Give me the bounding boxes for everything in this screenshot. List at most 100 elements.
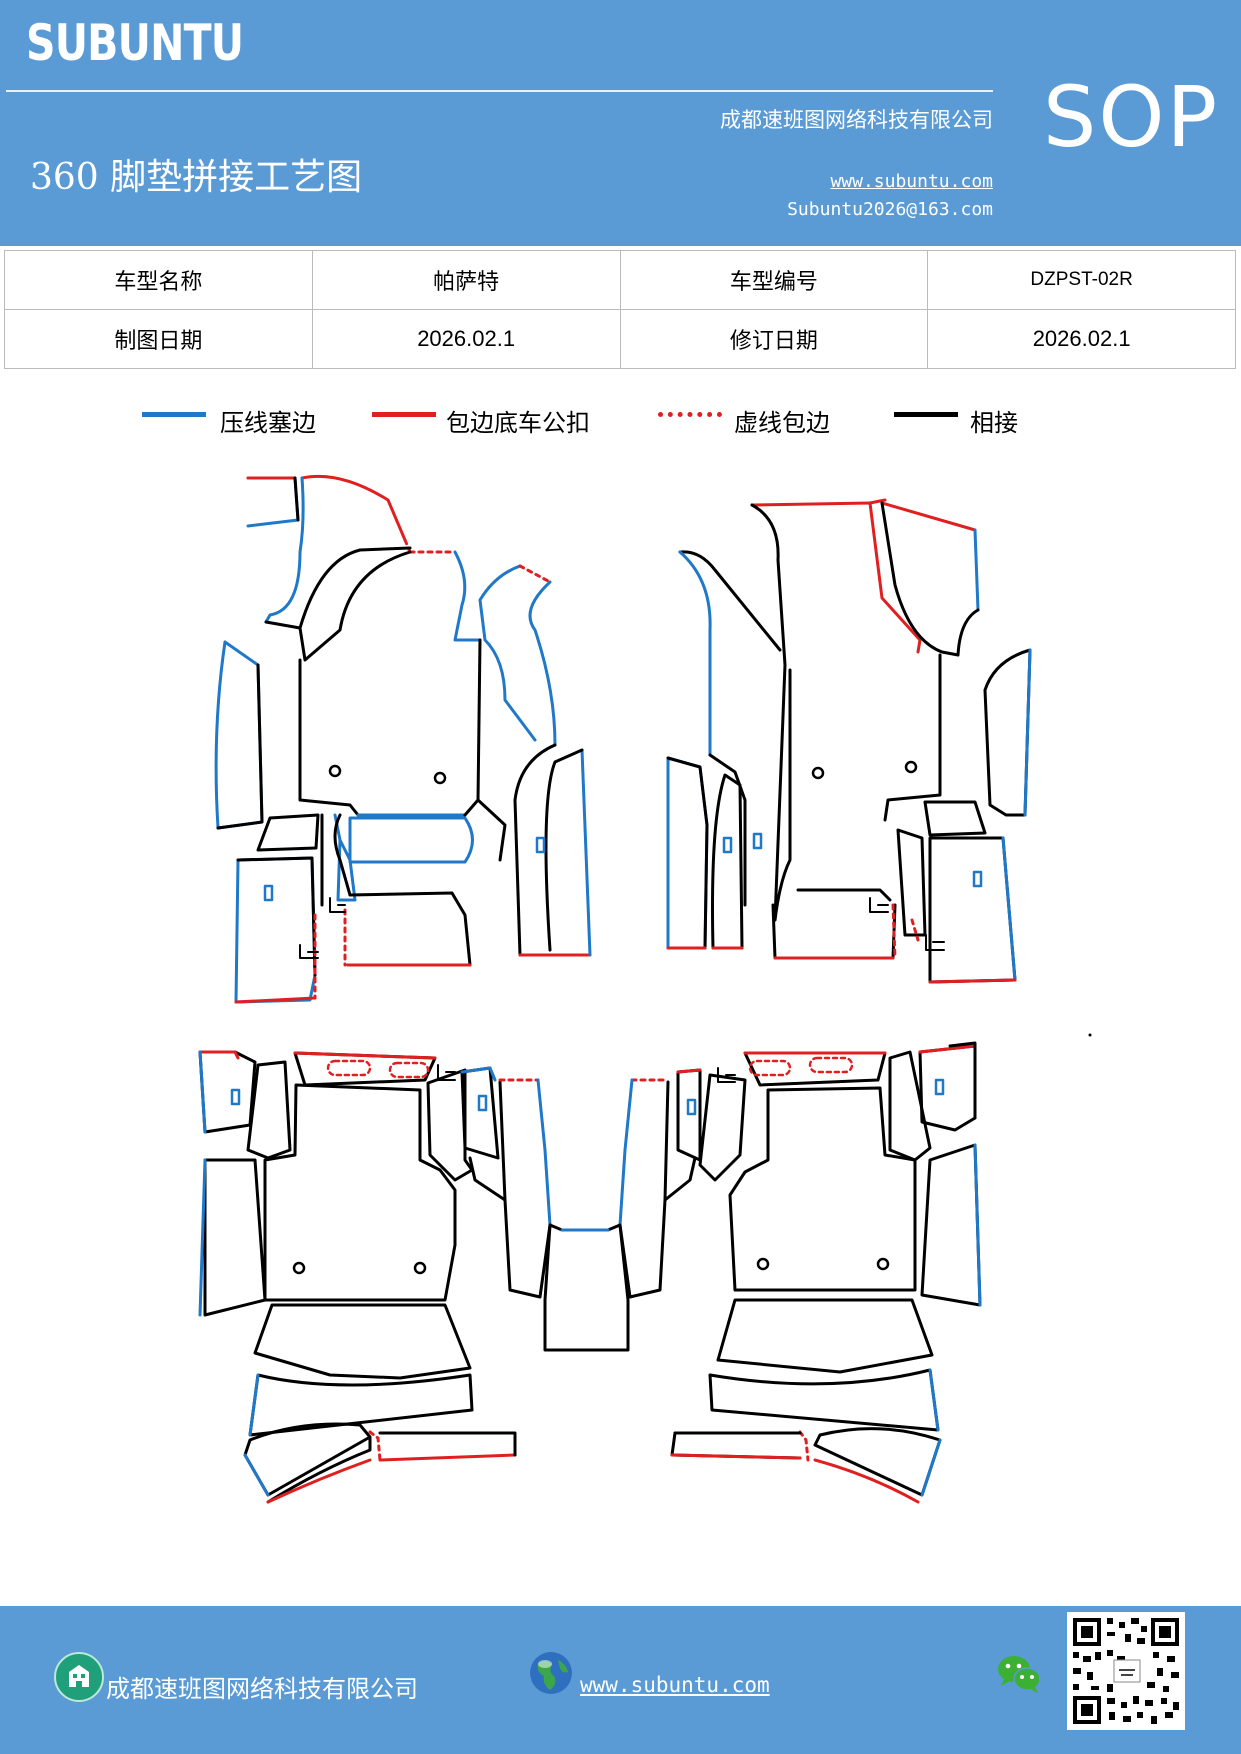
mat-piece	[1023, 648, 1032, 817]
mat-piece	[813, 1427, 942, 1497]
mat-slot	[535, 836, 546, 854]
mat-slot	[477, 1094, 488, 1112]
mat-piece	[580, 748, 592, 957]
table-row: 车型名称 帕萨特 车型编号 DZPST-02R	[4, 250, 1236, 310]
mat-piece	[198, 1050, 257, 1134]
brand-logo: SUBUNTU	[26, 14, 244, 72]
mat-piece	[868, 498, 887, 505]
clip-mark	[869, 897, 889, 913]
mat-piece	[544, 748, 584, 952]
globe-icon	[528, 1650, 574, 1696]
mat-hole	[433, 771, 447, 785]
table-cell-value: 2026.02.1	[311, 309, 621, 369]
mat-slot	[972, 870, 983, 888]
mat-hole	[328, 764, 342, 778]
mat-piece	[698, 1073, 747, 1182]
mat-piece	[928, 1368, 940, 1432]
mat-piece	[298, 658, 360, 817]
mat-piece	[234, 856, 317, 1004]
mat-piece	[678, 550, 712, 757]
table-cell-value: 2026.02.1	[927, 309, 1236, 369]
table-cell-label: 制图日期	[4, 309, 313, 369]
mat-piece	[711, 773, 744, 950]
mat-piece	[476, 638, 507, 862]
mat-piece	[888, 1050, 932, 1162]
mat-piece	[266, 1436, 372, 1504]
mat-piece	[518, 564, 552, 584]
legend-swatch-red-dotted	[658, 412, 722, 417]
mat-piece	[918, 1044, 977, 1054]
mat-piece	[243, 1453, 270, 1497]
mat-piece	[460, 1066, 500, 1160]
mat-piece	[203, 1158, 267, 1317]
upper-right-mat-set	[666, 498, 1032, 984]
table-cell-value: DZPST-02R	[927, 250, 1236, 310]
mat-piece	[468, 1080, 507, 1202]
mat-piece	[214, 640, 264, 830]
mat-piece	[813, 1458, 920, 1504]
mat-piece	[378, 1431, 517, 1457]
mat-piece	[246, 476, 300, 528]
mat-piece	[910, 918, 920, 942]
legend: 压线塞边 包边底车公扣 虚线包边 相接	[0, 398, 1241, 438]
mat-piece	[216, 663, 264, 830]
header-email: Subuntu2026@163.com	[787, 199, 993, 220]
mat-piece	[293, 476, 300, 522]
mat-piece	[983, 648, 1032, 817]
footer-website-link[interactable]: www.subuntu.com	[580, 1673, 770, 1697]
legend-swatch-red	[372, 412, 436, 417]
mat-slot	[722, 836, 733, 854]
lower-left-mat-set	[198, 1033, 1092, 1504]
table-cell-value: 帕萨特	[311, 250, 621, 310]
mat-piece	[891, 903, 897, 960]
clip-mark	[437, 1064, 456, 1081]
mat-piece	[880, 501, 977, 532]
clip-mark	[299, 944, 319, 959]
wechat-icon[interactable]	[995, 1652, 1043, 1696]
mat-slot	[230, 1088, 241, 1106]
legend-swatch-blue	[142, 412, 206, 417]
mat-hole	[904, 760, 918, 774]
mat-piece	[453, 550, 482, 642]
legend-label: 包边底车公扣	[446, 409, 590, 437]
mat-piece	[264, 476, 305, 624]
mat-piece	[198, 1050, 240, 1060]
clip-mark	[925, 934, 945, 951]
mat-piece	[663, 1080, 697, 1202]
mat-piece	[266, 1458, 372, 1504]
mat-piece	[928, 836, 1017, 984]
mat-piece	[708, 1368, 940, 1432]
center-tunnel-piece	[543, 1223, 630, 1352]
mat-piece	[503, 1198, 552, 1299]
mat-piece	[293, 1051, 437, 1060]
mat-piece	[798, 1430, 810, 1462]
mat-piece	[248, 1373, 260, 1437]
mat-piece	[403, 538, 412, 554]
table-cell-label: 修订日期	[619, 309, 929, 369]
mat-piece	[513, 743, 557, 957]
mat-piece	[773, 668, 792, 922]
mat-piece	[883, 653, 942, 822]
mat-slot	[934, 1078, 945, 1096]
mat-piece	[378, 1453, 517, 1462]
mat-piece	[678, 550, 782, 652]
mat-hole	[876, 1257, 890, 1271]
sop-label: SOP	[1043, 68, 1220, 166]
mat-piece	[750, 501, 922, 654]
clip-mark	[329, 897, 346, 913]
mat-slot	[388, 1061, 430, 1079]
mat-piece	[543, 1223, 630, 1352]
footer-company: 成都速班图网络科技有限公司	[106, 1675, 418, 1703]
mat-piece	[368, 1430, 382, 1462]
header-website-link[interactable]: www.subuntu.com	[830, 171, 993, 192]
legend-label: 虚线包边	[734, 409, 830, 437]
mat-slot	[686, 1098, 697, 1116]
legend-label: 相接	[970, 409, 1018, 437]
header-banner: SUBUNTU 成都速班图网络科技有限公司 360 脚垫拼接工艺图 www.su…	[0, 0, 1241, 246]
floor-mat-diagram	[198, 474, 1092, 1504]
mat-piece	[460, 1066, 497, 1082]
header-divider	[6, 90, 993, 92]
vehicle-info-table: 车型名称 帕萨特 车型编号 DZPST-02R 制图日期 2026.02.1 修…	[4, 250, 1236, 369]
mat-piece	[528, 580, 557, 747]
mat-hole	[292, 1261, 306, 1275]
